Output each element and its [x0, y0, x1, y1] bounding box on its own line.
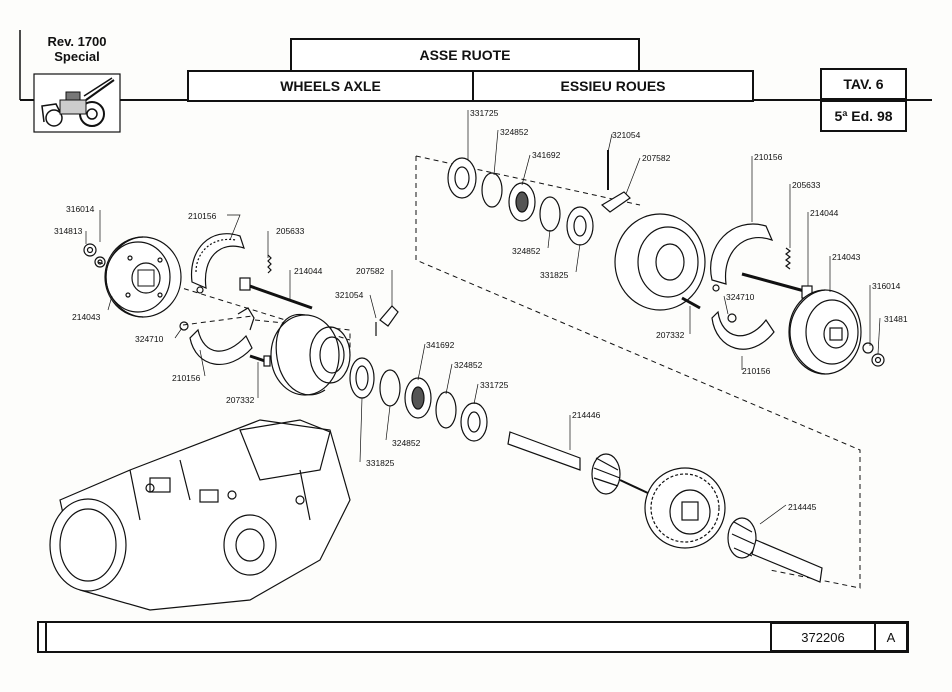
- gearbox-housing: [49, 419, 351, 611]
- label-207582-right: 207582: [642, 153, 671, 163]
- left-bolt: [249, 354, 271, 367]
- label-314813-left: 314813: [54, 226, 83, 236]
- label-324852-right-top: 324852: [500, 127, 529, 137]
- label-31481-right: 31481: [884, 314, 908, 324]
- label-324852-left-top: 324852: [454, 360, 483, 370]
- left-lever: [375, 305, 399, 336]
- pinion-shaft: [507, 431, 651, 495]
- label-214043-left: 214043: [72, 312, 101, 322]
- left-cam-shaft: [239, 277, 313, 310]
- right-bolt: [681, 296, 701, 310]
- label-210156-bottom-right: 210156: [742, 366, 771, 376]
- label-321054-left: 321054: [335, 290, 364, 300]
- label-341692-right: 341692: [532, 150, 561, 160]
- label-331725-left: 331725: [480, 380, 509, 390]
- tractor-thumbnail: [41, 77, 115, 127]
- right-bearing-2: [566, 206, 594, 246]
- left-circlip-2: [435, 391, 457, 429]
- right-wheel-hub: [788, 289, 862, 375]
- label-205633-right: 205633: [792, 180, 821, 190]
- left-bearing-2: [404, 377, 432, 419]
- label-324710-left: 324710: [135, 334, 164, 344]
- left-brake-shoe-top: [190, 233, 245, 294]
- left-seal: [460, 402, 488, 442]
- left-circlip-1: [379, 369, 401, 407]
- label-210156-top-left: 210156: [188, 211, 217, 221]
- title-french: ESSIEU ROUES: [472, 70, 754, 102]
- ring-gear: [644, 467, 726, 549]
- label-324710-right: 324710: [726, 292, 755, 302]
- label-324852-right-bottom: 324852: [512, 246, 541, 256]
- model-line-2: Special: [54, 49, 100, 64]
- model-name: Rev. 1700 Special: [30, 34, 124, 64]
- label-214446: 214446: [572, 410, 601, 420]
- title-english: WHEELS AXLE: [187, 70, 474, 102]
- right-lever: [600, 191, 631, 213]
- right-seal: [447, 157, 477, 199]
- label-316014-right: 316014: [872, 281, 901, 291]
- left-wheel-hub: [104, 236, 182, 318]
- left-spring-top: [267, 254, 272, 274]
- right-circlip-1: [481, 172, 503, 208]
- label-207582-left: 207582: [356, 266, 385, 276]
- label-331825-right: 331825: [540, 270, 569, 280]
- edition-label: 5ª Ed. 98: [820, 100, 907, 132]
- left-bearing-1: [349, 357, 375, 399]
- left-brake-shoe-bottom: [179, 307, 255, 365]
- revision-letter: A: [874, 622, 908, 652]
- left-brake-drum: [270, 313, 351, 396]
- right-spring: [785, 247, 791, 270]
- leader-lines: [85, 110, 881, 525]
- table-number: TAV. 6: [820, 68, 907, 100]
- label-214445: 214445: [788, 502, 817, 512]
- label-214043-right: 214043: [832, 252, 861, 262]
- label-341692-left: 341692: [426, 340, 455, 350]
- right-bearing-1: [508, 182, 536, 222]
- model-line-1: Rev. 1700: [47, 34, 107, 49]
- right-brake-plate: [614, 213, 706, 311]
- label-331725-right: 331725: [470, 108, 499, 118]
- output-shaft: [727, 517, 823, 583]
- right-nut-washer: [862, 342, 885, 367]
- label-207332-left: 207332: [226, 395, 255, 405]
- right-circlip-2: [539, 196, 561, 232]
- label-205633-left: 205633: [276, 226, 305, 236]
- label-210156-bottom-left: 210156: [172, 373, 201, 383]
- label-324852-left-bottom: 324852: [392, 438, 421, 448]
- label-210156-top-right: 210156: [754, 152, 783, 162]
- label-214044-right: 214044: [810, 208, 839, 218]
- label-214044-left: 214044: [294, 266, 323, 276]
- left-nut-washer: [83, 243, 106, 268]
- right-brake-shoe-top: [710, 223, 774, 292]
- label-321054-right: 321054: [612, 130, 641, 140]
- label-331825-left: 331825: [366, 458, 395, 468]
- right-brake-shoe-bottom: [711, 310, 775, 350]
- label-316014-left: 316014: [66, 204, 95, 214]
- label-207332-right: 207332: [656, 330, 685, 340]
